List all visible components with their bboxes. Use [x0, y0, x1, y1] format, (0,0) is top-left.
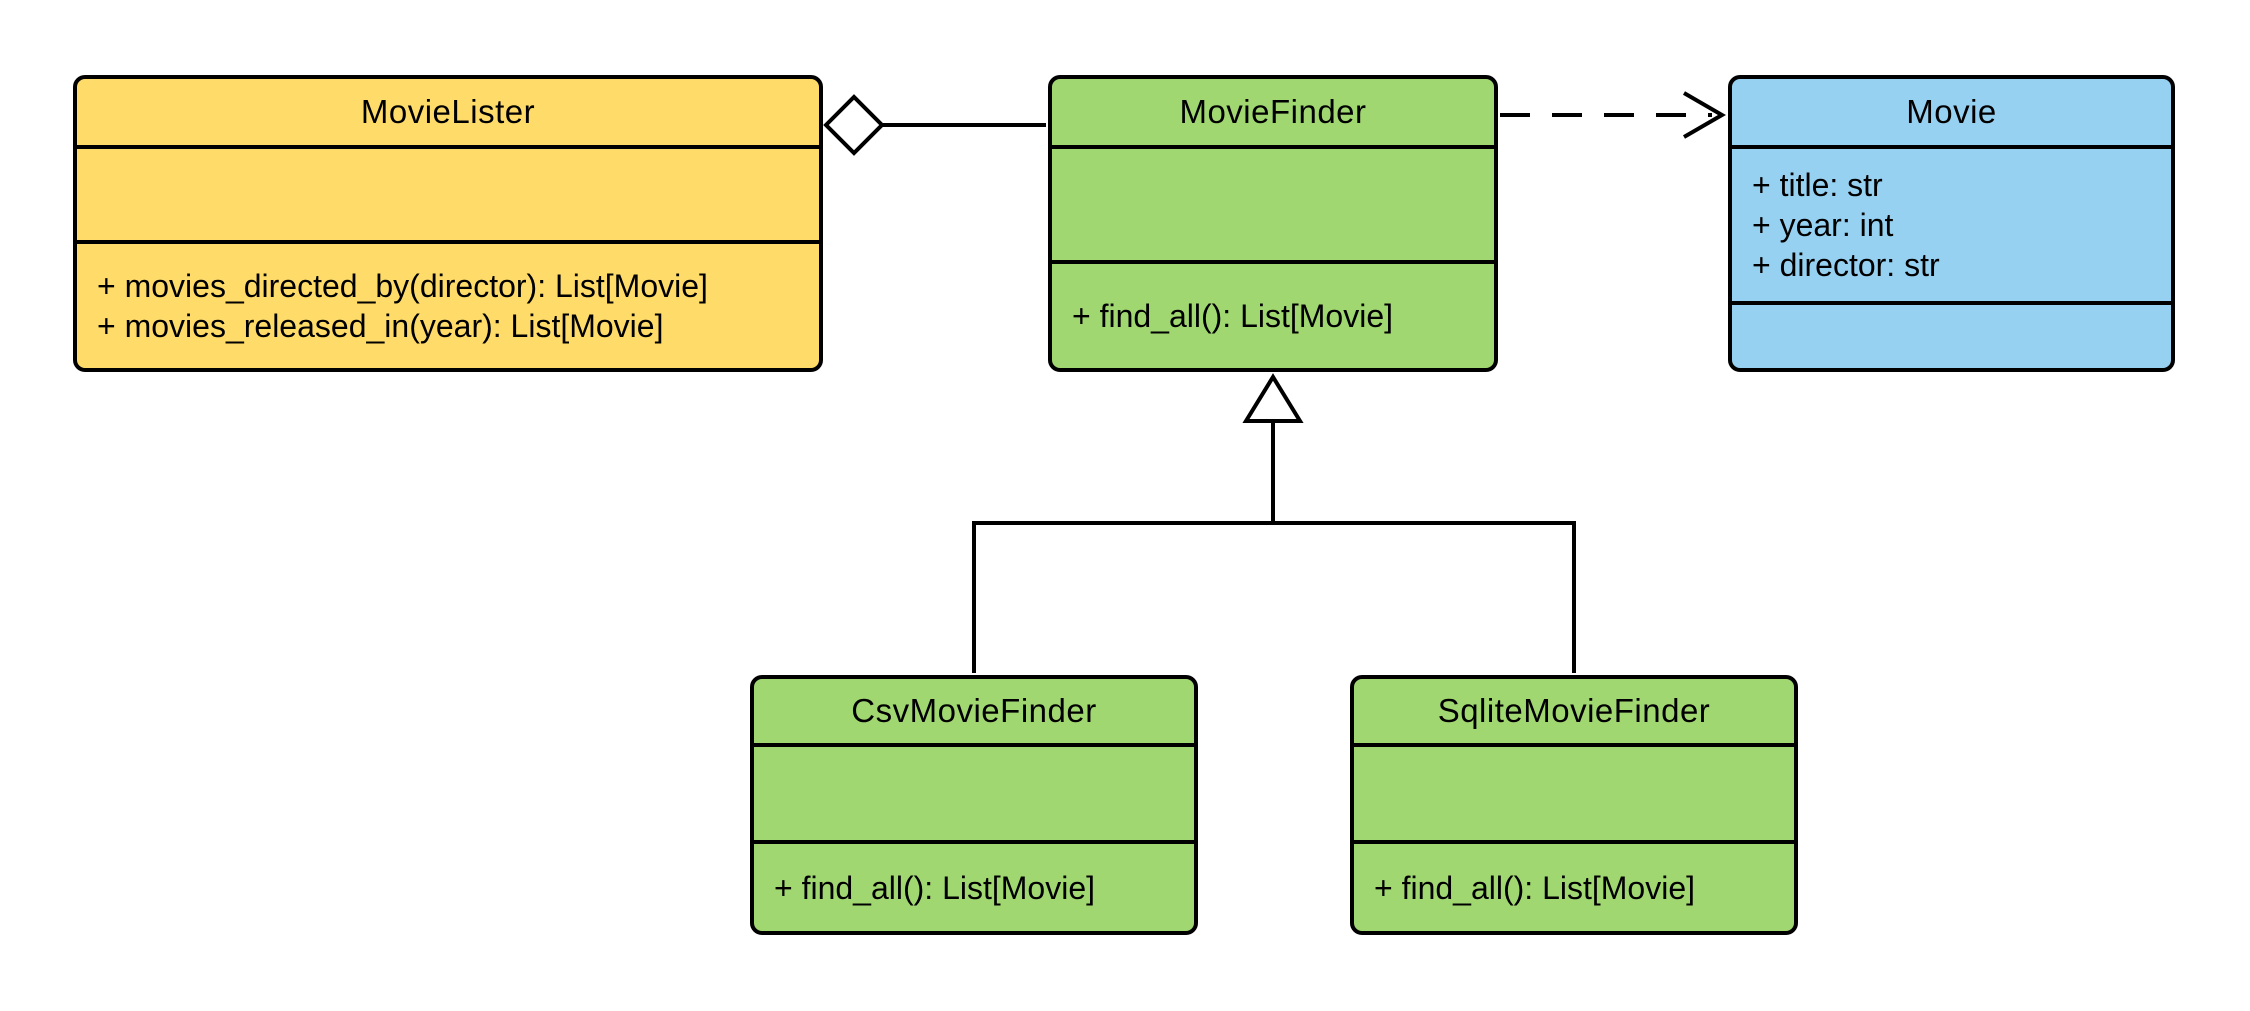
attributes-compartment: + title: str + year: int + director: str: [1732, 145, 2171, 301]
method-label: + find_all(): List[Movie]: [1374, 869, 1696, 906]
method-label: + find_all(): List[Movie]: [774, 869, 1096, 906]
aggregation-diamond-icon: [823, 94, 885, 156]
generalization-triangle-icon: [1242, 373, 1304, 423]
class-movielister[interactable]: MovieLister + movies_directed_by(directo…: [73, 75, 823, 372]
methods-compartment: + movies_directed_by(director): List[Mov…: [77, 240, 819, 368]
attribute-label: + title: str: [1752, 167, 1883, 203]
methods-compartment: + find_all(): List[Movie]: [754, 840, 1194, 931]
method-label: + find_all(): List[Movie]: [1072, 298, 1394, 334]
attribute-label: + year: int: [1752, 207, 1894, 243]
attributes-compartment: [754, 743, 1194, 840]
dependency-arrowhead-icon: [1682, 91, 1726, 139]
attributes-compartment: [1354, 743, 1794, 840]
class-name: MovieLister: [360, 93, 536, 130]
dependency-connector[interactable]: [1500, 91, 1726, 139]
class-name: CsvMovieFinder: [851, 692, 1097, 729]
generalization-lines[interactable]: [972, 421, 1576, 673]
methods-compartment: + find_all(): List[Movie]: [1354, 840, 1794, 931]
attributes-compartment: [77, 145, 819, 240]
class-name: MovieFinder: [1179, 93, 1367, 130]
methods-compartment: + find_all(): List[Movie]: [1052, 260, 1494, 368]
methods-compartment: [1732, 301, 2171, 368]
class-csvmoviefinder[interactable]: CsvMovieFinder + find_all(): List[Movie]: [750, 675, 1198, 935]
class-name: Movie: [1906, 93, 1997, 130]
class-name: SqliteMovieFinder: [1437, 692, 1711, 729]
aggregation-connector[interactable]: [823, 94, 1046, 156]
method-label: + movies_released_in(year): List[Movie]: [97, 308, 664, 344]
class-movie[interactable]: Movie + title: str + year: int + directo…: [1728, 75, 2175, 372]
attributes-compartment: [1052, 145, 1494, 260]
class-sqlitemoviefinder[interactable]: SqliteMovieFinder + find_all(): List[Mov…: [1350, 675, 1798, 935]
attribute-label: + director: str: [1752, 247, 1940, 283]
method-label: + movies_directed_by(director): List[Mov…: [97, 268, 708, 304]
class-moviefinder[interactable]: MovieFinder + find_all(): List[Movie]: [1048, 75, 1498, 372]
generalization-connector[interactable]: [972, 373, 1576, 673]
